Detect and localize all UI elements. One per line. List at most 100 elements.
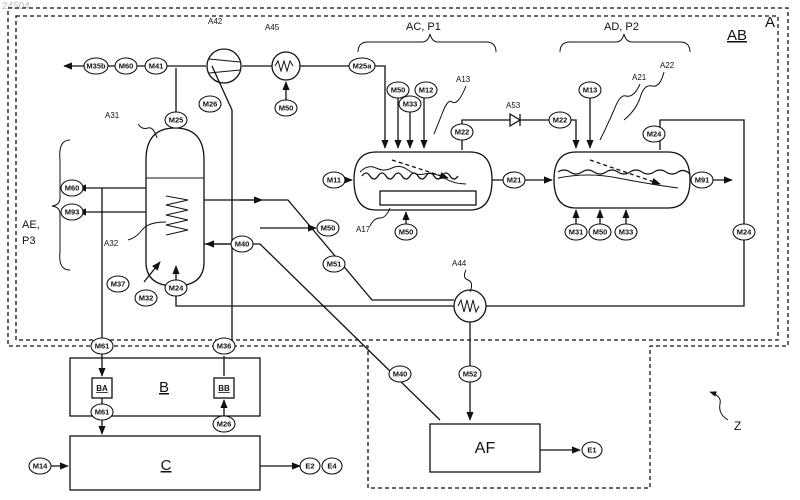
svg-text:M33: M33 [403, 100, 418, 109]
svg-text:M25a: M25a [353, 62, 373, 71]
svg-text:M24: M24 [169, 284, 184, 293]
stream-tag-m61-top: M61 [91, 338, 113, 354]
label-ad-p2: AD, P2 [604, 21, 639, 33]
reactor-ad-p2 [554, 152, 690, 208]
stream-tag-m24-right: M24 [733, 224, 755, 240]
stream-tag-m50-p1-bottom: M50 [395, 224, 417, 240]
svg-text:M22: M22 [553, 116, 568, 125]
stream-tag-e4: E4 [322, 458, 342, 474]
svg-text:E1: E1 [587, 446, 596, 455]
stream-tag-m13: M13 [579, 82, 601, 98]
svg-text:M33: M33 [619, 228, 634, 237]
label-a45: A45 [265, 23, 280, 32]
svg-text:M25: M25 [169, 116, 184, 125]
svg-text:M40: M40 [235, 240, 250, 249]
svg-text:M26: M26 [217, 420, 232, 429]
heat-exchanger-a45 [272, 52, 300, 80]
stream-tag-m40-top: M40 [231, 236, 253, 252]
label-a32: A32 [104, 239, 119, 248]
svg-text:M60: M60 [65, 184, 80, 193]
label-z: Z [734, 419, 741, 433]
stream-tag-m33-p1: M33 [399, 96, 421, 112]
stream-tag-e1: E1 [582, 442, 602, 458]
label-p3: P3 [22, 235, 35, 247]
stream-tag-m91: M91 [691, 172, 713, 188]
svg-text:M61: M61 [95, 408, 110, 417]
svg-text:M13: M13 [583, 86, 598, 95]
stream-tag-m33-p2: M33 [615, 224, 637, 240]
svg-text:M24: M24 [647, 130, 662, 139]
label-a31: A31 [105, 111, 120, 120]
svg-text:M50: M50 [593, 228, 608, 237]
heat-exchanger-a44 [454, 290, 486, 322]
svg-text:M21: M21 [507, 176, 522, 185]
label-a44: A44 [452, 259, 467, 268]
stream-tag-m25: M25 [165, 112, 187, 128]
reactor-ac-p1 [354, 152, 492, 210]
stream-tag-m50-mid: M50 [317, 220, 339, 236]
stream-tag-m22-right: M22 [549, 112, 571, 128]
svg-text:M31: M31 [569, 228, 584, 237]
stream-tag-m37: M37 [107, 276, 129, 292]
stream-tag-m93: M93 [61, 204, 83, 220]
svg-text:M12: M12 [419, 86, 434, 95]
stream-tag-m40-bottom: M40 [389, 366, 411, 382]
label-b: B [159, 379, 169, 396]
label-a53: A53 [506, 101, 521, 110]
stream-tag-m12: M12 [415, 82, 437, 98]
label-a22: A22 [660, 61, 675, 70]
vessel-a31 [146, 128, 204, 286]
stream-tag-m60-left: M60 [61, 180, 83, 196]
svg-text:M26: M26 [203, 100, 218, 109]
svg-text:M14: M14 [33, 462, 48, 471]
svg-text:M11: M11 [327, 176, 341, 185]
stream-tag-m24-bottom: M24 [165, 280, 187, 296]
label-af: AF [475, 440, 496, 457]
stream-tag-m21: M21 [503, 172, 525, 188]
svg-text:M36: M36 [217, 342, 232, 351]
stream-tag-m22-left: M22 [451, 124, 473, 140]
stream-tag-m26-bottom: M26 [213, 416, 235, 432]
stream-tag-m25a: M25a [349, 58, 375, 74]
svg-text:M40: M40 [393, 370, 408, 379]
stream-tag-m50-p1-top: M50 [387, 82, 409, 98]
stream-tag-m32: M32 [135, 290, 157, 306]
check-valve-a53 [510, 114, 520, 126]
stream-tag-e2: E2 [300, 458, 320, 474]
svg-text:E2: E2 [305, 462, 314, 471]
stream-tag-m60-top: M60 [115, 58, 137, 74]
svg-text:M60: M60 [119, 62, 134, 71]
stream-tag-m41: M41 [145, 58, 167, 74]
svg-text:M50: M50 [391, 86, 406, 95]
svg-text:M32: M32 [139, 294, 154, 303]
svg-text:E4: E4 [327, 462, 337, 471]
brace-ad-p2 [560, 34, 690, 52]
svg-text:M93: M93 [65, 208, 80, 217]
label-ae: AE, [22, 219, 40, 231]
stream-tag-m36: M36 [213, 338, 235, 354]
stream-tag-m11: M11 [323, 172, 345, 188]
stream-tag-m61-bottom: M61 [91, 404, 113, 420]
label-ba: BA [96, 384, 108, 393]
label-a17: A17 [356, 225, 371, 234]
stream-tag-m50-p2: M50 [589, 224, 611, 240]
stream-tag-m51: M51 [323, 256, 345, 272]
svg-text:M91: M91 [695, 176, 710, 185]
label-a13: A13 [456, 75, 471, 84]
stream-tag-m52: M52 [459, 366, 481, 382]
svg-text:M51: M51 [327, 260, 342, 269]
label-bb: BB [218, 384, 230, 393]
svg-text:M61: M61 [95, 342, 110, 351]
svg-text:M22: M22 [455, 128, 470, 137]
svg-text:M52: M52 [463, 370, 478, 379]
stream-tag-m24-top: M24 [643, 126, 665, 142]
stream-tag-m50-a45: M50 [275, 100, 297, 116]
svg-text:M50: M50 [399, 228, 414, 237]
region-a-label: A [765, 14, 775, 31]
stream-tag-m35b: M35b [84, 58, 108, 74]
stream-tag-m14: M14 [29, 458, 51, 474]
svg-text:M37: M37 [111, 280, 126, 289]
svg-text:M41: M41 [149, 62, 164, 71]
region-ab-label: AB [727, 27, 747, 44]
